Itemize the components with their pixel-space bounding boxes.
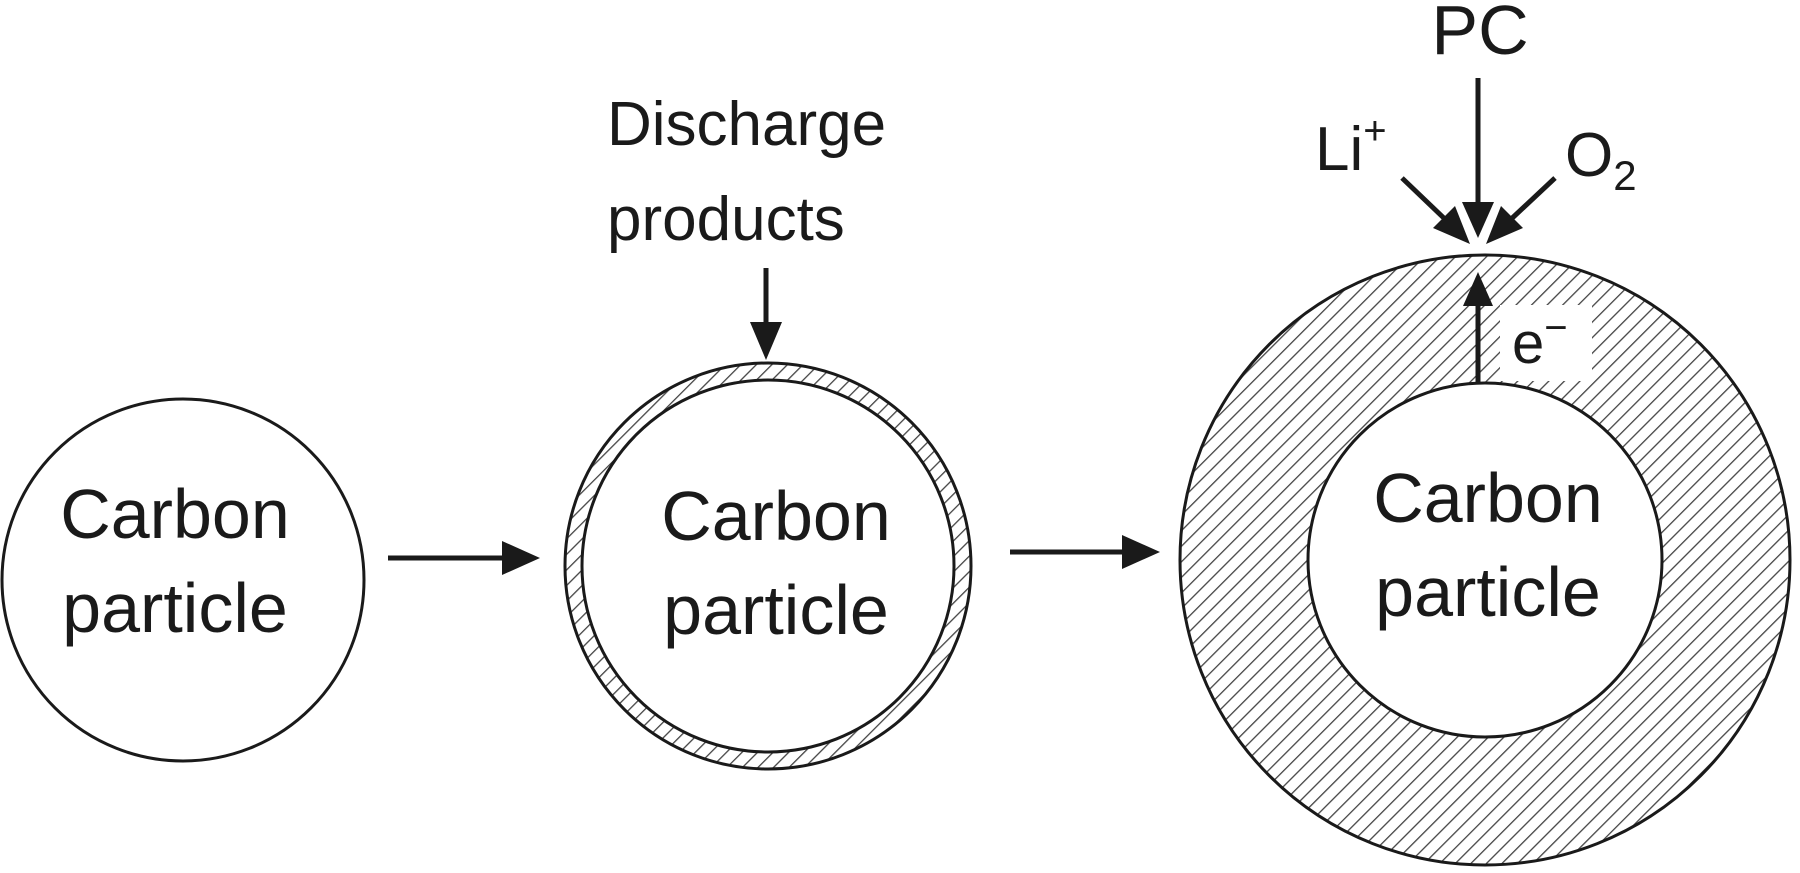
particle-thick-coat-inner — [1306, 381, 1664, 739]
particle-thick-coat-label-line2: particle — [1375, 553, 1601, 631]
electron-label-background — [1500, 305, 1592, 381]
o2-arrow-head — [1486, 206, 1523, 244]
o2-arrow-shaft — [1506, 176, 1557, 224]
pc-arrow-head — [1462, 202, 1494, 238]
arrow-step-2-head — [1122, 535, 1160, 569]
particle-bare-circle — [0, 397, 366, 763]
particle-thin-coat-label-line1: Carbon — [661, 477, 891, 555]
pc-label: PC — [1431, 0, 1528, 69]
particle-bare-label-line1: Carbon — [60, 475, 290, 553]
particle-thick-coat: Carbon particle e− — [1178, 253, 1792, 867]
arrow-step-2 — [1010, 535, 1160, 569]
o2-symbol: O — [1565, 121, 1613, 190]
li-charge: + — [1363, 109, 1386, 153]
li-arrow-head — [1433, 206, 1470, 244]
electron-arrow-head — [1463, 272, 1493, 306]
particle-thick-coat-label-line1: Carbon — [1373, 459, 1603, 537]
li-label: Li+ — [1315, 109, 1387, 184]
electron-charge: − — [1544, 306, 1567, 350]
particle-thin-coat: Carbon particle — [563, 361, 973, 771]
particle-thin-coat-inner — [580, 378, 956, 754]
discharge-label-line2: products — [607, 185, 845, 254]
particle-bare-label-line2: particle — [62, 569, 288, 647]
arrow-step-1 — [388, 541, 540, 575]
discharge-arrow-head — [750, 322, 782, 360]
discharge-products-annotation: Discharge products — [607, 90, 886, 360]
reactant-arrows: PC Li+ O2 — [1315, 0, 1637, 244]
li-symbol: Li — [1315, 115, 1363, 184]
electron-label: e− — [1512, 306, 1568, 376]
o2-label: O2 — [1565, 121, 1637, 199]
electron-symbol: e — [1512, 311, 1544, 376]
o2-subscript: 2 — [1613, 152, 1636, 199]
discharge-label-line1: Discharge — [607, 90, 886, 159]
particle-thin-coat-label-line2: particle — [663, 571, 889, 649]
particle-bare: Carbon particle — [0, 397, 366, 763]
arrow-step-1-head — [502, 541, 540, 575]
li-arrow-shaft — [1400, 176, 1450, 224]
